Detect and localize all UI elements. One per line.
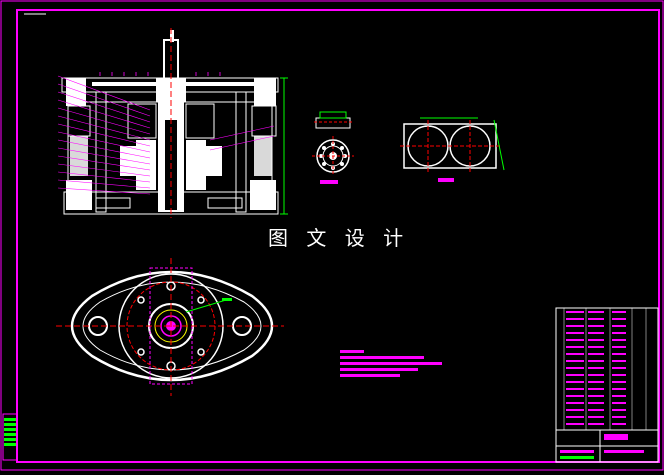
watermark-text: 图 文 设 计 <box>268 226 410 250</box>
plan-view <box>56 258 284 396</box>
gear-part-view <box>312 111 354 184</box>
inner-frame <box>16 9 660 463</box>
parts-list-table <box>555 307 659 463</box>
technical-notes <box>340 350 442 377</box>
double-ring-part-view <box>400 117 505 182</box>
assembly-section-view <box>57 28 288 218</box>
left-side-strip <box>2 413 18 461</box>
